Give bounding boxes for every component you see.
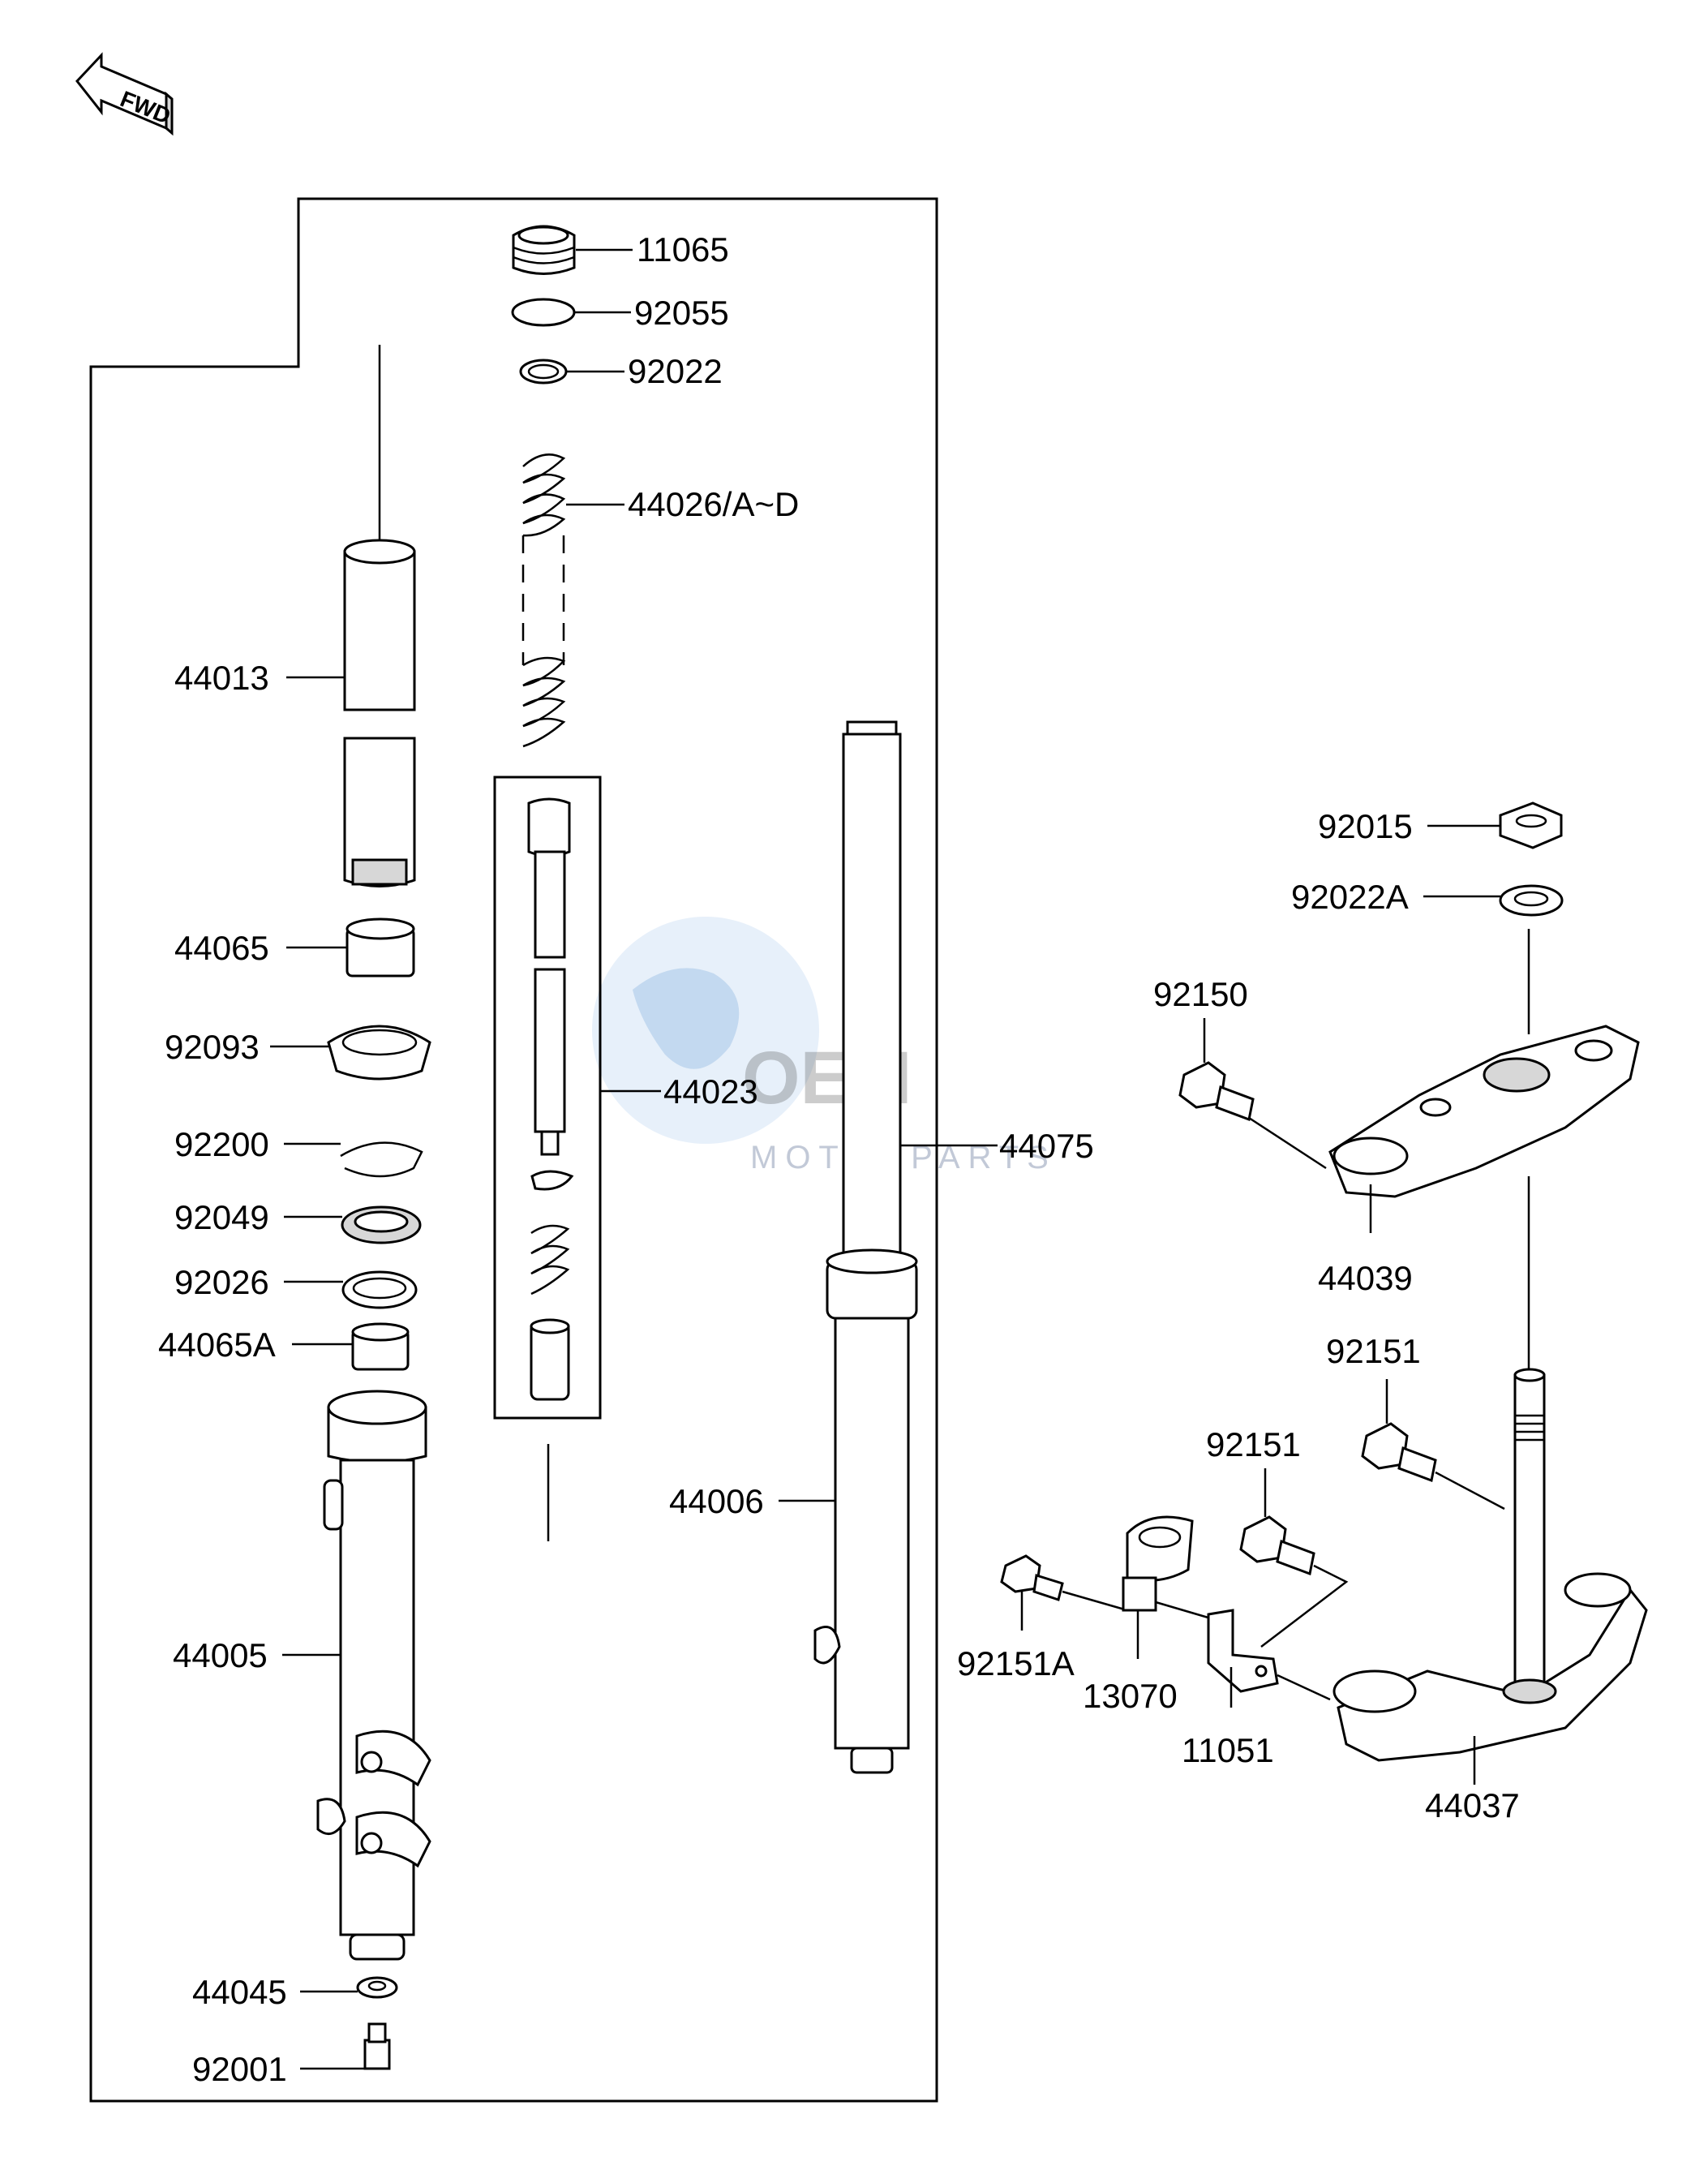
label-44013: 44013 xyxy=(174,659,269,697)
label-92200: 92200 xyxy=(174,1125,269,1163)
label-92022a: 92022A xyxy=(1291,878,1409,916)
part-44065a-bushing xyxy=(351,1322,410,1371)
part-44037-stem-lower-bracket xyxy=(1332,1368,1648,1762)
leader-92151-bolt-upper xyxy=(1435,1471,1505,1510)
label-44075: 44075 xyxy=(999,1127,1094,1165)
label-92151-lower: 92151 xyxy=(1206,1425,1301,1463)
label-44065: 44065 xyxy=(174,929,269,967)
part-92022a-washer xyxy=(1499,884,1564,917)
leader-11051-bracket xyxy=(1277,1674,1331,1701)
label-92015: 92015 xyxy=(1318,807,1413,845)
part-44026-spring xyxy=(521,453,566,748)
part-44023-group-box xyxy=(493,776,602,1420)
label-92151-upper: 92151 xyxy=(1326,1332,1421,1370)
leader-92150-bolt xyxy=(1248,1116,1327,1170)
label-92049: 92049 xyxy=(174,1198,269,1236)
part-44039-upper-bracket xyxy=(1328,1025,1640,1198)
part-44045-gasket xyxy=(356,1976,398,1999)
label-92022: 92022 xyxy=(628,352,723,390)
part-44013-inner-tube xyxy=(343,539,416,887)
label-44026: 44026/A~D xyxy=(628,485,799,523)
label-92093: 92093 xyxy=(165,1028,260,1066)
label-44037: 44037 xyxy=(1425,1786,1520,1824)
part-92026-washer xyxy=(341,1270,418,1309)
part-13070-guide xyxy=(1122,1515,1194,1612)
label-44005: 44005 xyxy=(173,1636,268,1674)
part-92151a-bolt xyxy=(1000,1554,1064,1601)
label-11051: 11051 xyxy=(1182,1731,1274,1769)
part-92055-o-ring xyxy=(511,298,576,327)
part-44065-bushing xyxy=(345,917,415,978)
label-92001: 92001 xyxy=(192,2050,287,2088)
label-11065: 11065 xyxy=(637,230,729,269)
label-44065a: 44065A xyxy=(158,1326,276,1364)
label-44006: 44006 xyxy=(669,1482,764,1520)
fork-group-frame xyxy=(89,197,938,2103)
part-92022-washer xyxy=(519,359,568,385)
label-13070: 13070 xyxy=(1083,1677,1178,1715)
label-92150: 92150 xyxy=(1153,975,1248,1013)
leader-92151a-bolt xyxy=(1062,1590,1128,1612)
part-92151-bolt-lower xyxy=(1239,1515,1315,1576)
fwd-arrow-icon: FWD xyxy=(75,52,174,136)
part-92150-bolt xyxy=(1178,1061,1255,1122)
label-44023: 44023 xyxy=(663,1072,758,1111)
part-44006-fork-leg xyxy=(813,720,918,1774)
label-44045: 44045 xyxy=(192,1973,287,2011)
part-44023-damper-rod xyxy=(527,797,574,1401)
label-92026: 92026 xyxy=(174,1263,269,1301)
part-11051-bracket xyxy=(1207,1609,1279,1693)
label-44039: 44039 xyxy=(1318,1259,1413,1297)
part-92200-circlip xyxy=(340,1141,423,1178)
leader-92151-bolt-lower xyxy=(1260,1564,1349,1648)
part-44005-outer-tube xyxy=(316,1390,431,1961)
part-92001-bolt xyxy=(363,2022,391,2070)
part-92151-bolt-upper xyxy=(1361,1422,1437,1483)
part-92049-oil-seal xyxy=(341,1205,422,1244)
label-92151a: 92151A xyxy=(957,1644,1075,1682)
part-92015-nut xyxy=(1499,801,1563,849)
watermark: OEM MOTORPARTS xyxy=(592,917,1049,1175)
callouts: 11065 92055 92022 44026/A~D 44013 44065 … xyxy=(158,230,1520,2088)
label-92055: 92055 xyxy=(634,294,729,332)
part-11065-cap-bolt xyxy=(512,225,576,275)
part-92093-dust-seal xyxy=(327,1025,431,1081)
